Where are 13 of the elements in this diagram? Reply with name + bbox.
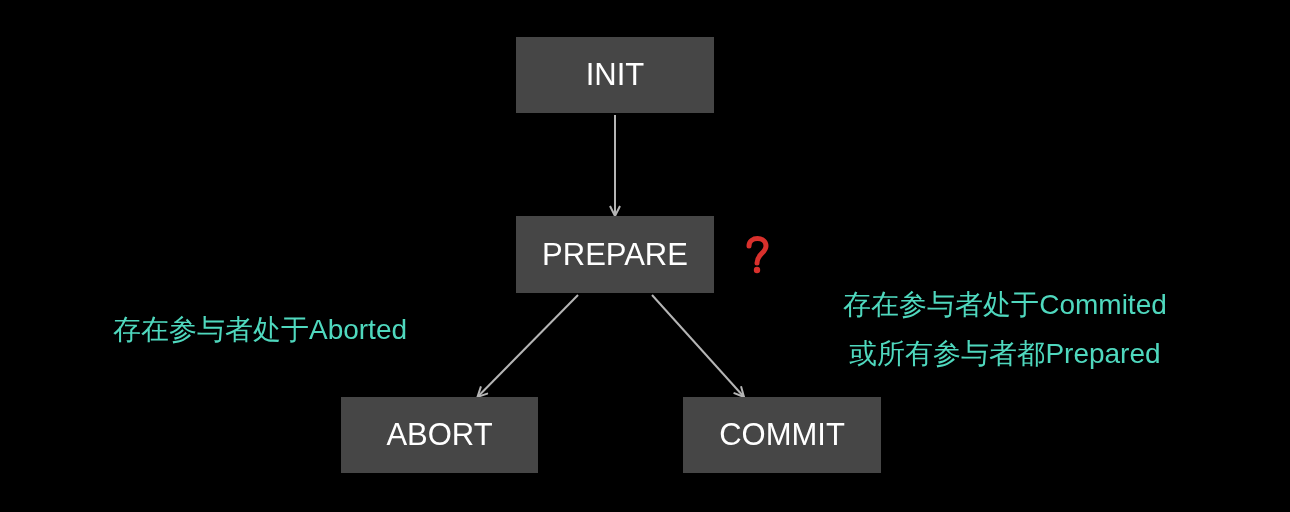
state-label: COMMIT bbox=[719, 417, 845, 453]
edge-label: 存在参与者处于Commited或所有参与者都Prepared bbox=[842, 288, 1168, 371]
state-box bbox=[516, 37, 714, 113]
arrow bbox=[609, 114, 621, 217]
state-box bbox=[683, 397, 881, 473]
state-label: PREPARE bbox=[542, 236, 688, 273]
state-box bbox=[516, 216, 714, 293]
state-label: ABORT bbox=[386, 417, 493, 453]
edge-label: 存在参与者处于Aborted bbox=[111, 313, 409, 347]
state-box bbox=[341, 397, 538, 473]
arrow bbox=[651, 294, 745, 398]
state-label: INIT bbox=[585, 57, 645, 93]
arrow bbox=[476, 294, 579, 398]
